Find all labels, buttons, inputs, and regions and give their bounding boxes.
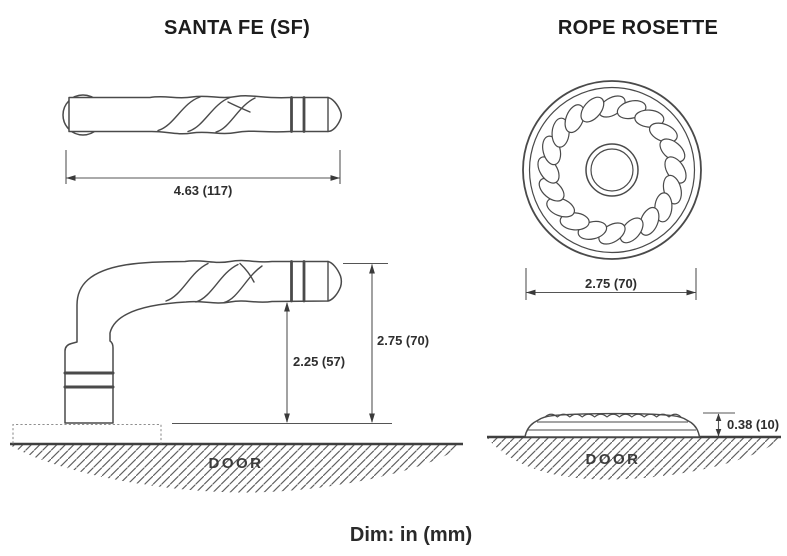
elevation-dimensions [172, 262, 392, 425]
santa-fe-title: SANTA FE (SF) [163, 17, 311, 39]
arrowhead [284, 413, 290, 423]
door-section-left [10, 423, 463, 493]
rosette-profile-view [524, 412, 701, 438]
diameter-dimension-label: 2.75 (70) [584, 276, 638, 291]
overall-height-dimension-label: 2.75 (70) [377, 333, 430, 348]
twist-lines [157, 96, 256, 133]
rope-leaf [538, 177, 565, 202]
rosette-dotted-outline [12, 423, 162, 444]
thickness-dimension [703, 412, 735, 437]
arrowhead [715, 413, 722, 421]
lever-side-view [62, 94, 343, 136]
arrowhead [715, 429, 722, 437]
lever-front-body [64, 259, 343, 424]
length-dimension [65, 150, 341, 184]
thickness-dimension-label: 0.38 (10) [727, 417, 780, 432]
rosette-face-view [522, 80, 702, 260]
door-hatching [10, 445, 463, 493]
lever-front-view [63, 259, 343, 424]
band-lines [290, 96, 306, 133]
rope-leaf [546, 197, 576, 218]
spindle-hole-outer [585, 143, 639, 197]
diameter-dimension [525, 268, 697, 300]
rope-leaf [619, 217, 644, 244]
length-dimension-label: 4.63 (117) [173, 183, 233, 198]
rosette-rim-circle [528, 86, 696, 254]
arrowhead [330, 175, 340, 181]
rope-leaf [659, 138, 686, 163]
lever-side-body [68, 95, 343, 135]
rope-leaf [639, 206, 660, 236]
rope-rosette-title: ROPE ROSETTE [557, 17, 719, 39]
arrowhead [369, 413, 375, 423]
rope-ring [537, 95, 687, 245]
twist-lines [165, 262, 263, 304]
arrowhead [526, 289, 536, 296]
door-label-right: DOOR [585, 451, 641, 468]
arrowhead [66, 175, 76, 181]
arrowhead [369, 264, 375, 274]
rope-leaf [564, 104, 585, 134]
units-note: Dim: in (mm) [349, 524, 473, 546]
door-hatching [487, 438, 781, 480]
post-band-lines [63, 371, 115, 389]
grip-height-dimension-label: 2.25 (57) [293, 354, 346, 369]
spindle-hole-inner [590, 148, 634, 192]
arrowhead [284, 302, 290, 312]
rope-leaf [648, 122, 678, 143]
rosette-rope-edge [544, 413, 682, 418]
door-label-left: DOOR [208, 455, 264, 472]
rosette-profile-body [524, 412, 701, 438]
band-lines [290, 260, 306, 303]
arrowhead [686, 289, 696, 296]
rope-leaf [580, 96, 605, 123]
